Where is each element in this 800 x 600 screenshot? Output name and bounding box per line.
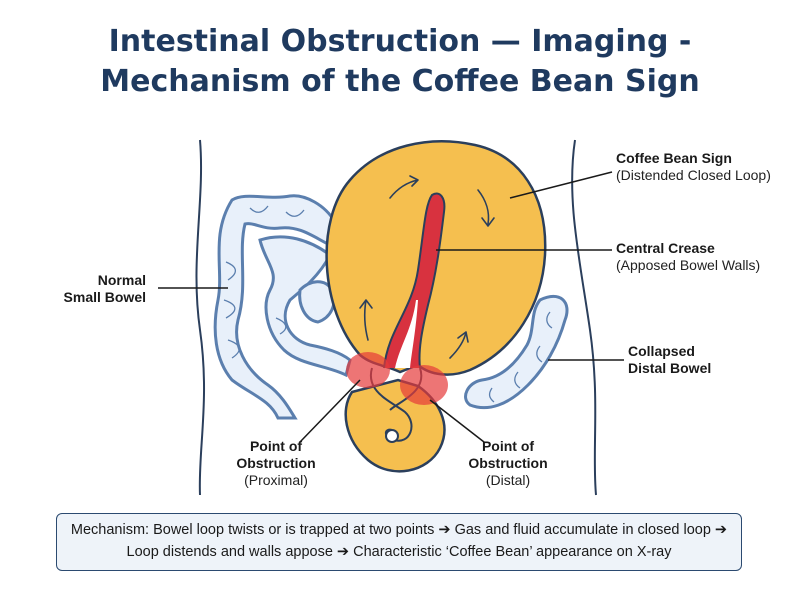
label-central-crease: Central Crease (Apposed Bowel Walls) [616, 240, 760, 274]
label-distal-sub: (Distal) [485, 472, 531, 488]
label-coffee-bean-sign: Coffee Bean Sign (Distended Closed Loop) [616, 150, 771, 184]
label-collapsed-line1: Collapsed [628, 343, 695, 359]
title-line-1: Intestinal Obstruction — Imaging - [108, 24, 692, 59]
label-normal-small-bowel: Normal Small Bowel [40, 272, 146, 306]
label-proximal-sub: (Proximal) [244, 472, 308, 488]
page-title: Intestinal Obstruction — Imaging - Mecha… [0, 22, 800, 102]
label-coffee-bean-sub: (Distended Closed Loop) [616, 167, 771, 183]
obstruction-point-proximal [346, 352, 390, 388]
flow-arrow-top [389, 175, 419, 199]
flow-arrow-bottom [449, 331, 469, 359]
mechanism-box: Mechanism: Bowel loop twists or is trapp… [56, 513, 742, 571]
flow-arrow-right [477, 189, 495, 227]
label-distal-line1: Point of [481, 438, 535, 454]
body-outline-right [571, 139, 597, 496]
mechanism-text: Mechanism: Bowel loop twists or is trapp… [70, 522, 728, 560]
collapsed-distal-bowel [464, 294, 569, 410]
central-crease [383, 192, 446, 369]
flow-arrows [359, 175, 495, 359]
normal-bowel-folds [223, 205, 305, 359]
collapsed-bowel-folds [488, 311, 553, 403]
label-proximal-line2: Obstruction [236, 455, 316, 471]
leader-lines [158, 171, 624, 443]
title-line-2: Mechanism of the Coffee Bean Sign [100, 64, 700, 99]
leader-distal [429, 399, 485, 443]
label-normal-line2: Small Bowel [63, 289, 146, 305]
crease-gap [395, 300, 418, 368]
label-proximal-line1: Point of [249, 438, 303, 454]
label-coffee-bean-title: Coffee Bean Sign [616, 150, 732, 166]
label-central-crease-sub: (Apposed Bowel Walls) [616, 257, 761, 273]
body-outline-left [195, 139, 206, 496]
obstruction-point-distal [400, 365, 448, 405]
leader-coffee-bean [509, 171, 613, 199]
leader-proximal [299, 379, 361, 443]
label-collapsed-line2: Distal Bowel [628, 360, 712, 376]
label-central-crease-title: Central Crease [616, 240, 715, 256]
label-normal-line1: Normal [97, 272, 146, 288]
label-obstruction-distal: Point of Obstruction (Distal) [448, 438, 568, 489]
flow-arrow-left [359, 299, 373, 341]
label-obstruction-proximal: Point of Obstruction (Proximal) [216, 438, 336, 489]
label-distal-line2: Obstruction [468, 455, 548, 471]
label-collapsed-distal-bowel: Collapsed Distal Bowel [628, 343, 711, 377]
